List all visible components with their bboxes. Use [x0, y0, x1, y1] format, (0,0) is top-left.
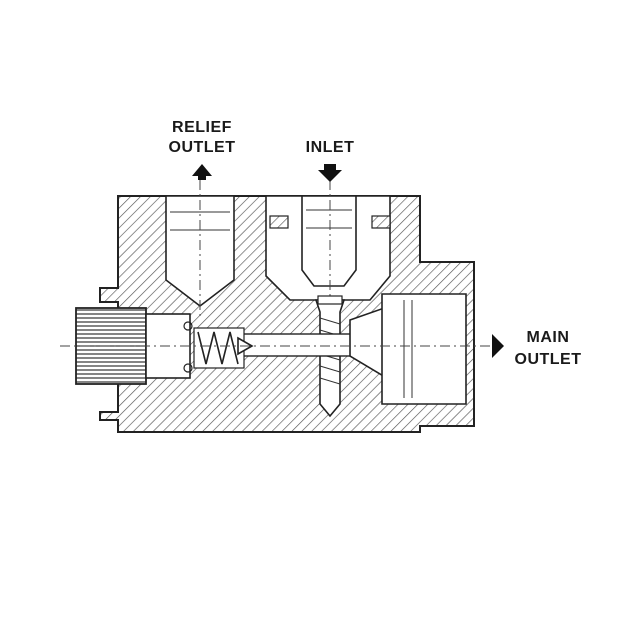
- relief-outlet-label-line1: RELIEF: [172, 119, 232, 136]
- relief-outlet-port: [165, 195, 235, 308]
- inlet-port-bore: [301, 195, 357, 287]
- relief-outlet-label-line2: OUTLET: [169, 139, 236, 156]
- arrow-right-icon: [492, 334, 504, 358]
- main-outlet-label-line1: MAIN: [527, 329, 570, 346]
- main-outlet-label-line2: OUTLET: [515, 351, 582, 368]
- check-poppet: [314, 299, 346, 418]
- arrow-down-icon: [318, 164, 342, 182]
- main-outlet-port: [381, 293, 467, 405]
- inlet-label: INLET: [306, 139, 355, 156]
- relief-spring: [193, 327, 254, 369]
- seal-ring-right: [371, 215, 391, 229]
- seal-ring-left: [269, 215, 289, 229]
- arrow-up-icon: [192, 164, 212, 180]
